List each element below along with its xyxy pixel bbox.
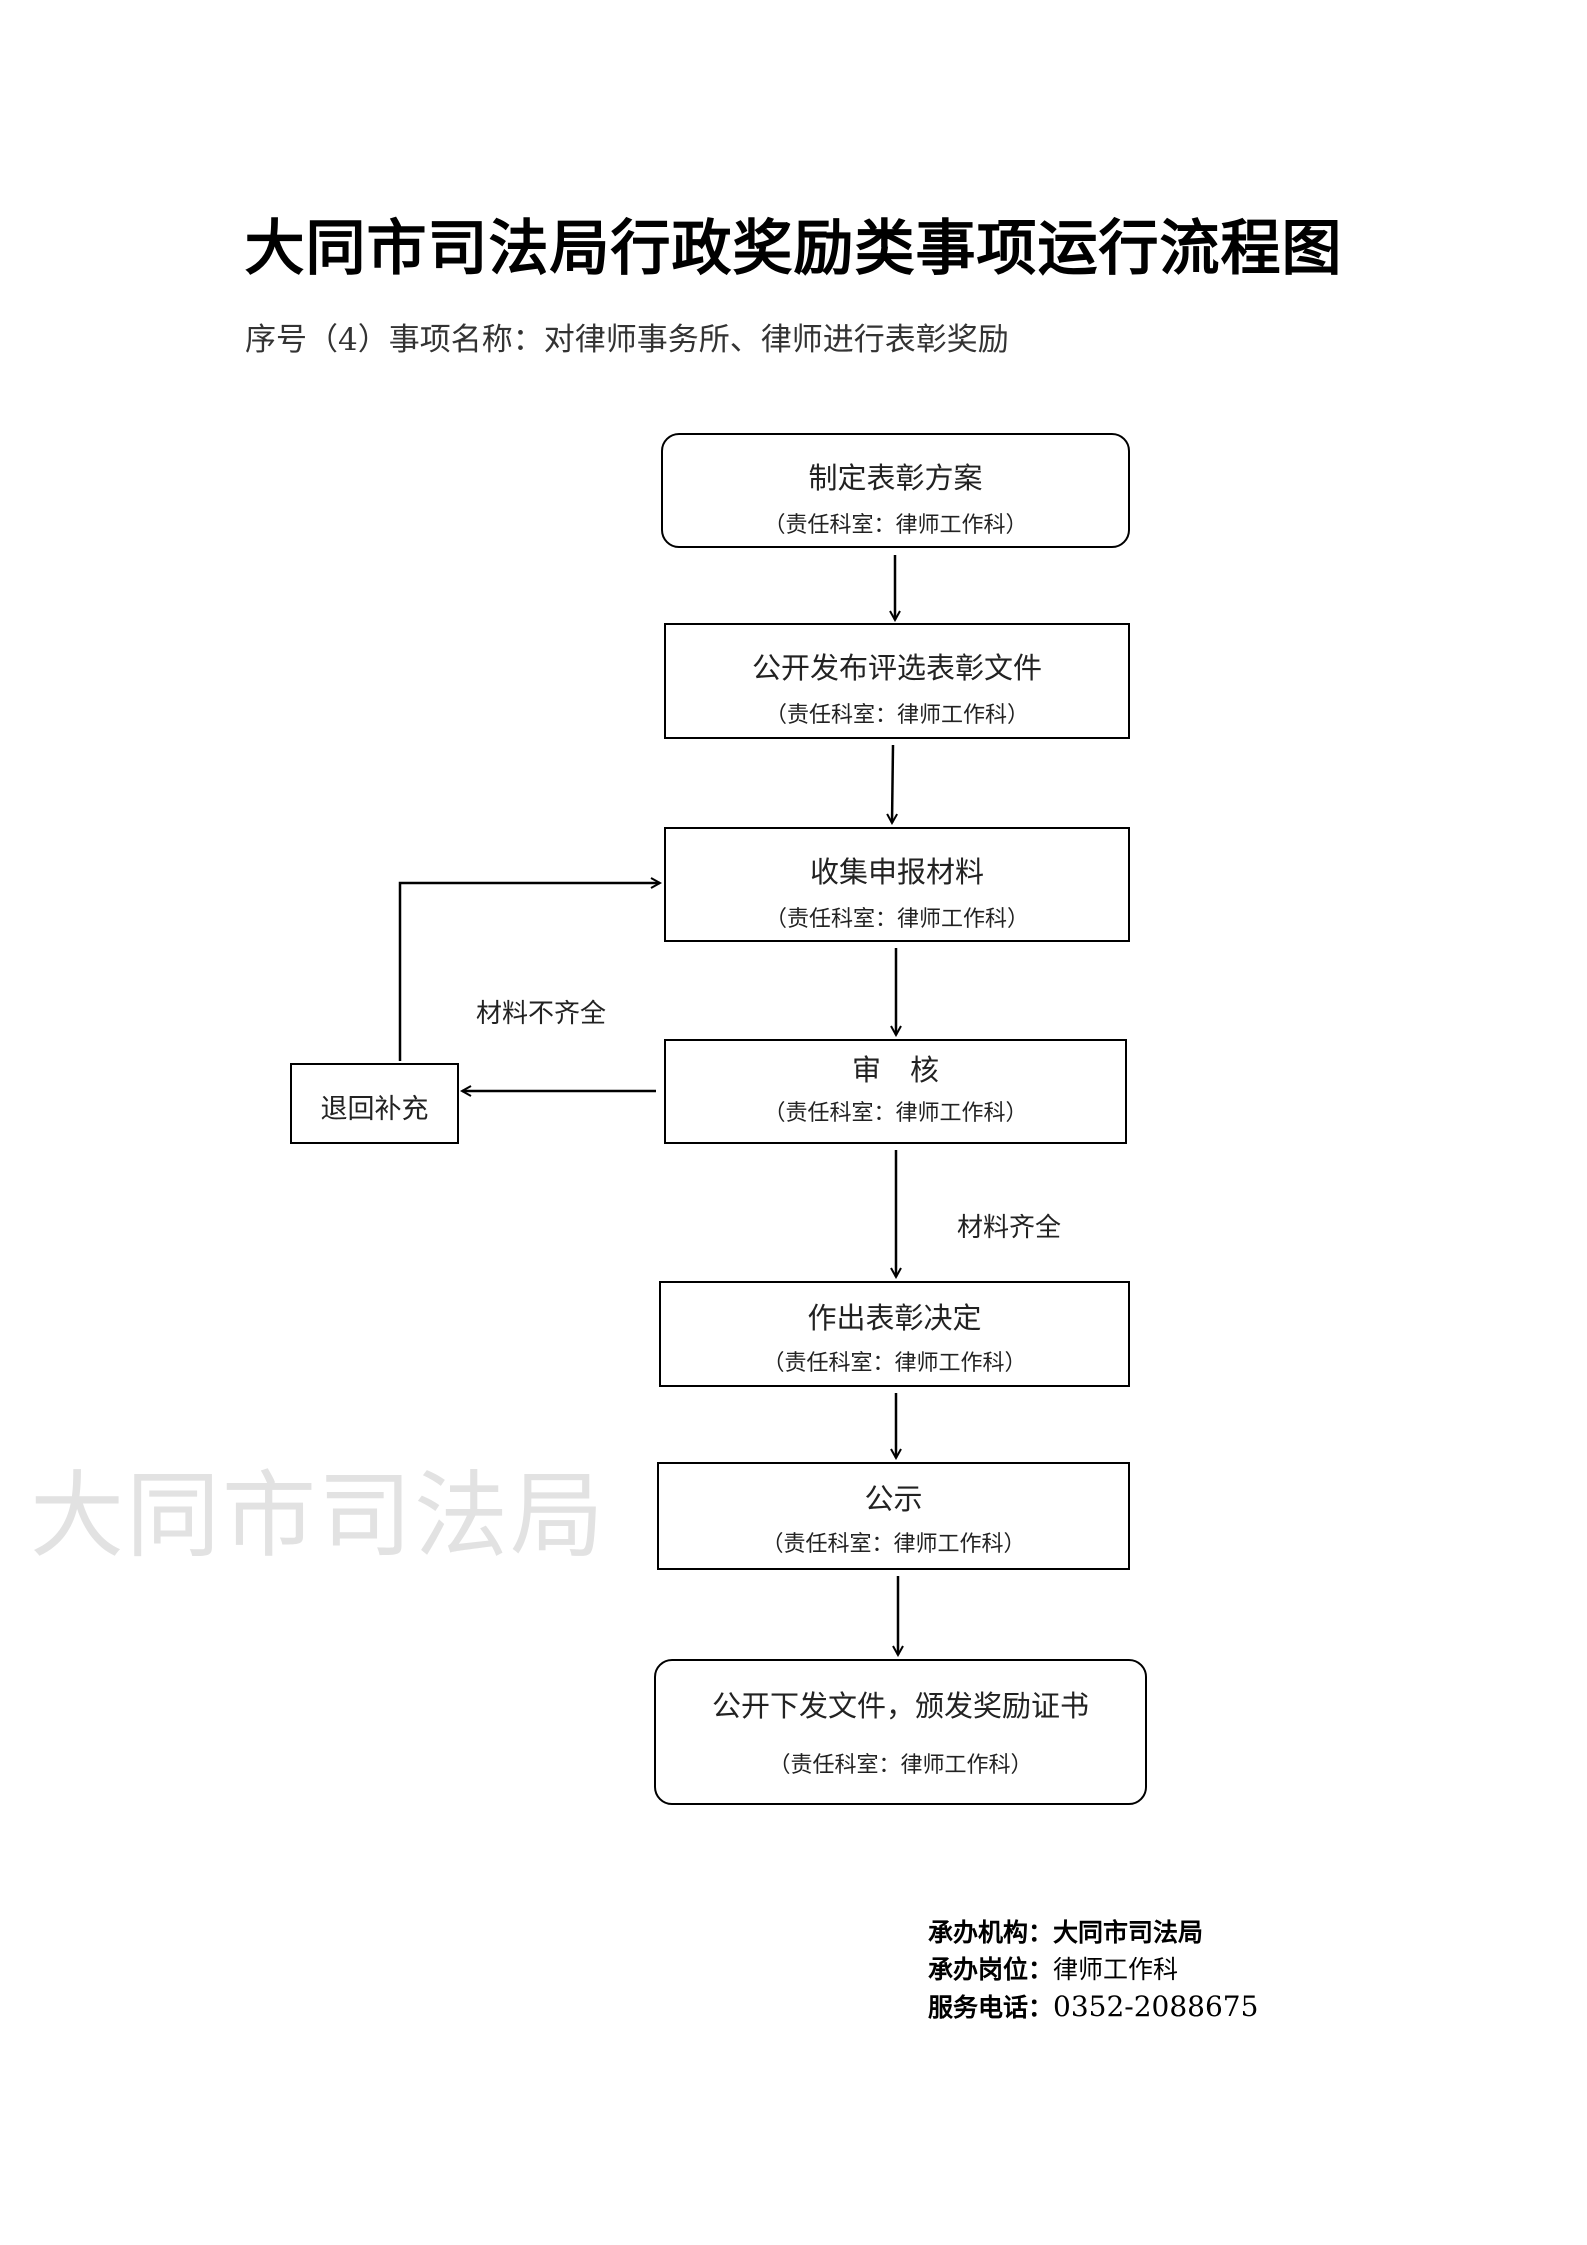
- step-collect-materials: 收集申报材料 （责任科室：律师工作科）: [664, 827, 1130, 942]
- org-value: 大同市司法局: [1053, 1918, 1204, 1947]
- phone-label: 服务电话：: [928, 1993, 1054, 2022]
- step-title: 收集申报材料: [809, 855, 984, 889]
- page-title: 大同市司法局行政奖励类事项运行流程图: [244, 214, 1343, 284]
- step-issue-certificate: 公开下发文件，颁发奖励证书 （责任科室：律师工作科）: [654, 1659, 1147, 1805]
- footer-post: 承办岗位：律师工作科: [928, 1951, 1258, 1988]
- step-title: 公示: [864, 1482, 923, 1516]
- org-label: 承办机构：: [928, 1918, 1054, 1947]
- step-responsible: （责任科室：律师工作科）: [768, 1753, 1033, 1778]
- watermark: 大同市司法局: [30, 1462, 607, 1571]
- arrow-2-3: [892, 744, 893, 823]
- item-subtitle: 序号（4）事项名称：对律师事务所、律师进行表彰奖励: [245, 322, 1009, 358]
- return-supplement-box: 退回补充: [290, 1063, 459, 1144]
- post-value: 律师工作科: [1053, 1955, 1179, 1984]
- step-responsible: （责任科室：律师工作科）: [764, 907, 1029, 932]
- step-publish-notice: 公开发布评选表彰文件 （责任科室：律师工作科）: [664, 623, 1130, 739]
- step-responsible: （责任科室：律师工作科）: [761, 1532, 1026, 1557]
- step-title: 作出表彰决定: [807, 1301, 982, 1335]
- step-title: 审 核: [851, 1053, 939, 1087]
- step-title: 制定表彰方案: [808, 461, 983, 495]
- footer-info: 承办机构：大同市司法局 承办岗位：律师工作科 服务电话：0352-2088675: [928, 1914, 1258, 2026]
- step-responsible: （责任科室：律师工作科）: [763, 513, 1028, 538]
- step-decision: 作出表彰决定 （责任科室：律师工作科）: [659, 1281, 1130, 1387]
- footer-phone: 服务电话：0352-2088675: [928, 1988, 1258, 2026]
- step-responsible: （责任科室：律师工作科）: [764, 703, 1029, 728]
- label-incomplete: 材料不齐全: [476, 999, 607, 1029]
- step-title: 公开下发文件，颁发奖励证书: [711, 1689, 1089, 1723]
- step-title: 公开发布评选表彰文件: [751, 651, 1042, 685]
- step-publicity: 公示 （责任科室：律师工作科）: [657, 1462, 1130, 1570]
- return-box-label: 退回补充: [320, 1094, 429, 1125]
- step-responsible: （责任科室：律师工作科）: [762, 1351, 1027, 1376]
- footer-org: 承办机构：大同市司法局: [928, 1914, 1258, 1951]
- step-responsible: （责任科室：律师工作科）: [763, 1101, 1028, 1126]
- phone-value: 0352-2088675: [1053, 1990, 1259, 2023]
- label-complete: 材料齐全: [957, 1213, 1062, 1243]
- arrow-return-collect: [398, 883, 660, 1061]
- step-make-plan: 制定表彰方案 （责任科室：律师工作科）: [661, 433, 1130, 548]
- post-label: 承办岗位：: [928, 1955, 1054, 1984]
- step-review: 审 核 （责任科室：律师工作科）: [664, 1039, 1127, 1144]
